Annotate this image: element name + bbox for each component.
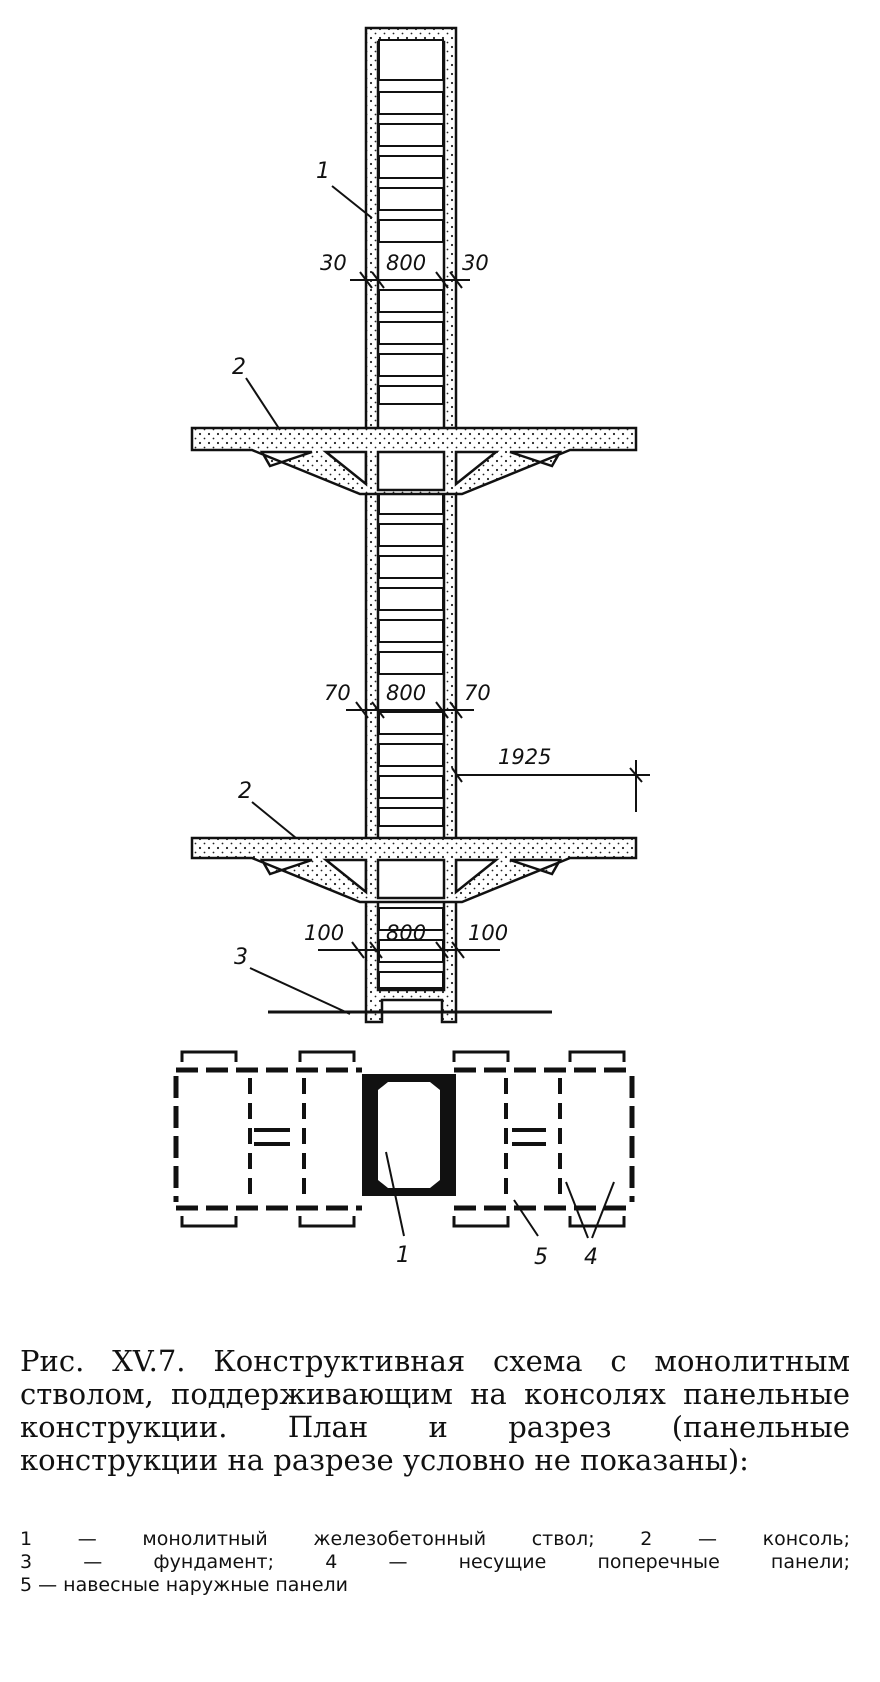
section-view [190,26,638,1024]
figure-caption-text: Конструктивная схема с монолитным стволо… [20,1344,850,1477]
dimension-lines [318,271,650,959]
dim-console-reach: 1925 [498,745,551,769]
dim-lower-right: 100 [468,921,508,945]
plan-end-joints [180,1050,626,1228]
plan-cross-panels [248,1078,562,1202]
dim-lower-mid: 800 [386,921,426,945]
figure-label: Рис. XV.7. [20,1344,186,1378]
structural-diagram: 1 2 2 3 30 800 30 70 800 70 100 800 100 … [173,26,650,1270]
label-plan-cross-panel: 4 [584,1245,598,1270]
dim-upper-mid: 800 [386,251,426,275]
dim-lower-left: 100 [304,921,344,945]
dim-middle-mid: 800 [386,681,426,705]
figure-caption: Рис. XV.7. Конструктивная схема с моноли… [20,1345,850,1477]
label-plan-outer-panel: 5 [534,1245,548,1270]
figure-legend: 1 — монолитный железобетонный ствол; 2 —… [20,1528,850,1597]
legend-line: 3 — фундамент; 4 — несущие поперечные па… [20,1551,850,1573]
console-lower [190,836,638,904]
dim-middle-right: 70 [464,681,491,705]
console-upper [190,426,638,496]
legend-line: 5 — навесные наружные панели [20,1574,349,1596]
label-console-upper: 2 [232,355,246,380]
dim-upper-left: 30 [320,251,347,275]
legend-line: 1 — монолитный железобетонный ствол; 2 —… [20,1528,850,1550]
label-console-lower: 2 [238,779,252,804]
leader-lines [245,185,373,1015]
dim-upper-right: 30 [462,251,489,275]
plan-outer-panels [173,1067,635,1211]
label-plan-shaft: 1 [396,1243,410,1268]
plan-shaft [362,1074,456,1196]
plan-view [173,1050,635,1239]
dim-middle-left: 70 [324,681,351,705]
label-shaft: 1 [316,159,330,184]
label-foundation: 3 [234,945,248,970]
